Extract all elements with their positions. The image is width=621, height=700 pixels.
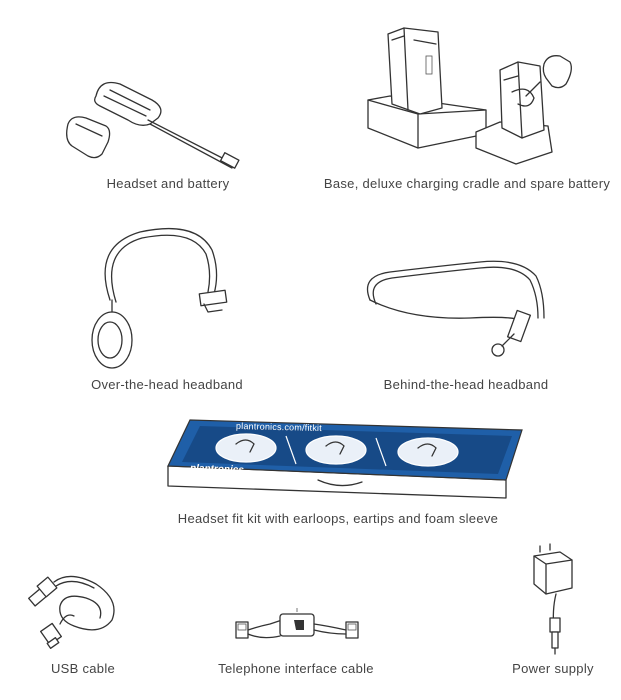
caption-usb-cable: USB cable xyxy=(50,661,116,676)
caption-telephone-interface-cable: Telephone interface cable xyxy=(218,661,374,676)
caption-fit-kit: Headset fit kit with earloops, eartips a… xyxy=(177,511,499,526)
fitkit-url-label: plantronics.com/fitkit xyxy=(235,420,323,434)
usb-cable-drawing xyxy=(28,575,115,649)
caption-base-cradle-battery: Base, deluxe charging cradle and spare b… xyxy=(323,176,611,191)
base-and-cradle-drawing xyxy=(367,27,572,165)
caption-over-the-head-headband: Over-the-head headband xyxy=(91,377,243,392)
caption-power-supply: Power supply xyxy=(512,661,594,676)
caption-behind-the-head-headband: Behind-the-head headband xyxy=(383,377,549,392)
caption-headset-and-battery: Headset and battery xyxy=(106,176,230,191)
telephone-cable-drawing xyxy=(235,608,359,639)
fitkit-brand: plantronics. xyxy=(189,463,247,476)
power-supply-drawing xyxy=(533,543,573,655)
headset-and-battery-drawing xyxy=(66,81,240,169)
fit-kit-box-drawing xyxy=(167,419,523,499)
behind-the-head-headband-drawing xyxy=(366,260,545,357)
over-the-head-headband-drawing xyxy=(91,227,228,369)
